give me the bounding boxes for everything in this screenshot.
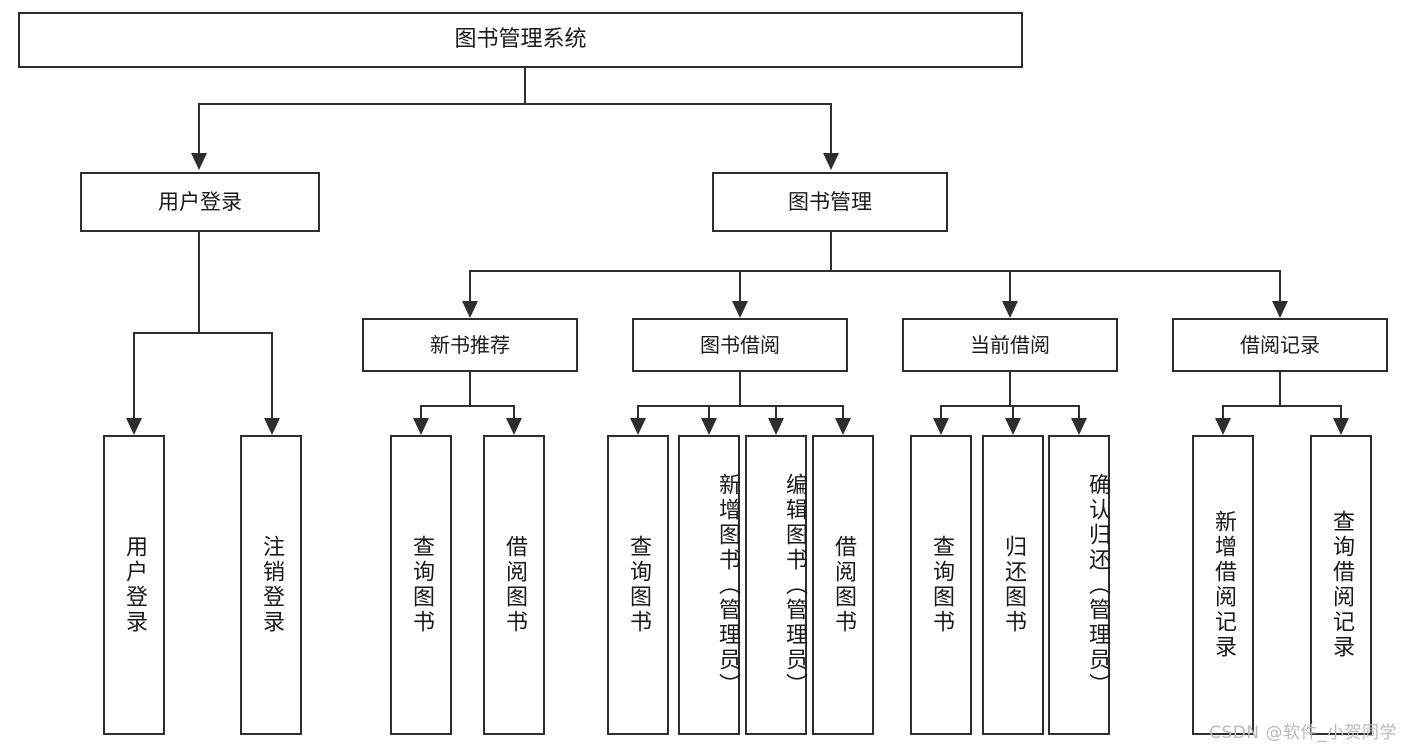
connector-to-leaf-borrow-book-1 <box>513 405 515 418</box>
connector-current-borrow-bar <box>940 405 1079 407</box>
connector-book-manage-stem <box>830 232 832 270</box>
arrowhead-leaf-add-book <box>701 418 717 435</box>
node-user-login[interactable]: 用户登录 <box>80 172 320 232</box>
node-label: 用户登录 <box>122 535 147 635</box>
connector-to-leaf-add-book <box>708 405 710 418</box>
connector-root-to-book-manage <box>830 103 832 153</box>
arrowhead-leaf-query-record <box>1333 418 1349 435</box>
arrowhead-leaf-add-record <box>1215 418 1231 435</box>
leaf-return-book[interactable]: 归还图书 <box>982 435 1044 735</box>
connector-current-borrow-stem <box>1009 372 1011 405</box>
node-label: 图书借阅 <box>700 333 780 357</box>
connector-to-borrow-record <box>1279 270 1281 301</box>
node-label: 查询图书 <box>409 535 434 635</box>
node-label: 归还图书 <box>1001 535 1026 635</box>
node-label: 注销登录 <box>259 535 284 635</box>
connector-to-leaf-query-record <box>1340 405 1342 418</box>
leaf-query-book-1[interactable]: 查询图书 <box>390 435 452 735</box>
node-borrow-record[interactable]: 借阅记录 <box>1172 318 1388 372</box>
node-new-book-rec[interactable]: 新书推荐 <box>362 318 578 372</box>
node-book-borrow[interactable]: 图书借阅 <box>632 318 848 372</box>
connector-to-leaf-logout <box>271 332 273 418</box>
leaf-add-record[interactable]: 新增借阅记录 <box>1192 435 1254 735</box>
connector-user-login-stem <box>198 232 200 332</box>
arrowhead-user-login <box>191 153 207 170</box>
connector-book-borrow-stem <box>739 372 741 405</box>
node-label: 查询借阅记录 <box>1329 510 1354 660</box>
arrowhead-book-manage <box>823 153 839 170</box>
connector-borrow-record-stem <box>1279 372 1281 405</box>
arrowhead-current-borrow <box>1002 301 1018 318</box>
connector-new-book-rec-stem <box>469 372 471 405</box>
arrowhead-new-book-rec <box>462 301 478 318</box>
leaf-confirm-return[interactable]: 确认归还（管理员） <box>1048 435 1110 735</box>
arrowhead-leaf-query-book-1 <box>413 418 429 435</box>
connector-to-leaf-user-login <box>133 332 135 418</box>
connector-user-login-bar <box>133 332 271 334</box>
connector-book-borrow-bar <box>637 405 843 407</box>
leaf-borrow-book-1[interactable]: 借阅图书 <box>483 435 545 735</box>
node-label: 编辑图书（管理员） <box>782 472 807 698</box>
connector-to-leaf-borrow-book-2 <box>842 405 844 418</box>
arrowhead-leaf-edit-book <box>768 418 784 435</box>
arrowhead-leaf-user-login <box>126 418 142 435</box>
node-label: 新增图书（管理员） <box>715 472 740 698</box>
connector-to-leaf-add-record <box>1222 405 1224 418</box>
leaf-logout[interactable]: 注销登录 <box>240 435 302 735</box>
arrowhead-leaf-query-book-2 <box>630 418 646 435</box>
node-label: 新增借阅记录 <box>1211 510 1236 660</box>
leaf-query-book-3[interactable]: 查询图书 <box>910 435 972 735</box>
arrowhead-leaf-borrow-book-1 <box>506 418 522 435</box>
leaf-query-record[interactable]: 查询借阅记录 <box>1310 435 1372 735</box>
connector-borrow-record-bar <box>1222 405 1340 407</box>
arrowhead-leaf-query-book-3 <box>933 418 949 435</box>
leaf-user-login[interactable]: 用户登录 <box>103 435 165 735</box>
node-label: 图书管理系统 <box>454 27 587 52</box>
arrowhead-leaf-return-book <box>1005 418 1021 435</box>
connector-to-leaf-query-book-1 <box>420 405 422 418</box>
connector-root-stem <box>524 68 526 103</box>
node-root-system[interactable]: 图书管理系统 <box>18 12 1023 68</box>
connector-new-book-rec-bar <box>420 405 514 407</box>
node-label: 查询图书 <box>929 535 954 635</box>
connector-to-current-borrow <box>1009 270 1011 301</box>
connector-to-leaf-return-book <box>1012 405 1014 418</box>
node-book-manage[interactable]: 图书管理 <box>712 172 948 232</box>
connector-to-leaf-query-book-3 <box>940 405 942 418</box>
watermark-text: CSDN @软件_小贺同学 <box>1209 723 1397 743</box>
leaf-edit-book[interactable]: 编辑图书（管理员） <box>745 435 807 735</box>
node-label: 借阅记录 <box>1240 333 1320 357</box>
connector-to-leaf-edit-book <box>775 405 777 418</box>
arrowhead-borrow-record <box>1272 301 1288 318</box>
node-label: 图书管理 <box>788 189 872 214</box>
leaf-borrow-book-2[interactable]: 借阅图书 <box>812 435 874 735</box>
connector-root-bar <box>198 103 830 105</box>
node-current-borrow[interactable]: 当前借阅 <box>902 318 1118 372</box>
arrowhead-book-borrow <box>732 301 748 318</box>
node-label: 新书推荐 <box>430 333 510 357</box>
arrowhead-leaf-confirm-return <box>1071 418 1087 435</box>
connector-book-manage-bar <box>469 270 1280 272</box>
leaf-query-book-2[interactable]: 查询图书 <box>607 435 669 735</box>
arrowhead-leaf-logout <box>264 418 280 435</box>
connector-to-new-book-rec <box>469 270 471 301</box>
connector-to-book-borrow <box>739 270 741 301</box>
node-label: 借阅图书 <box>502 535 527 635</box>
leaf-add-book[interactable]: 新增图书（管理员） <box>678 435 740 735</box>
node-label: 确认归还（管理员） <box>1085 472 1110 698</box>
node-label: 借阅图书 <box>831 535 856 635</box>
connector-to-leaf-confirm-return <box>1078 405 1080 418</box>
node-label: 查询图书 <box>626 535 651 635</box>
arrowhead-leaf-borrow-book-2 <box>835 418 851 435</box>
connector-root-to-user-login <box>198 103 200 153</box>
node-label: 当前借阅 <box>970 333 1050 357</box>
node-label: 用户登录 <box>158 189 242 214</box>
connector-to-leaf-query-book-2 <box>637 405 639 418</box>
